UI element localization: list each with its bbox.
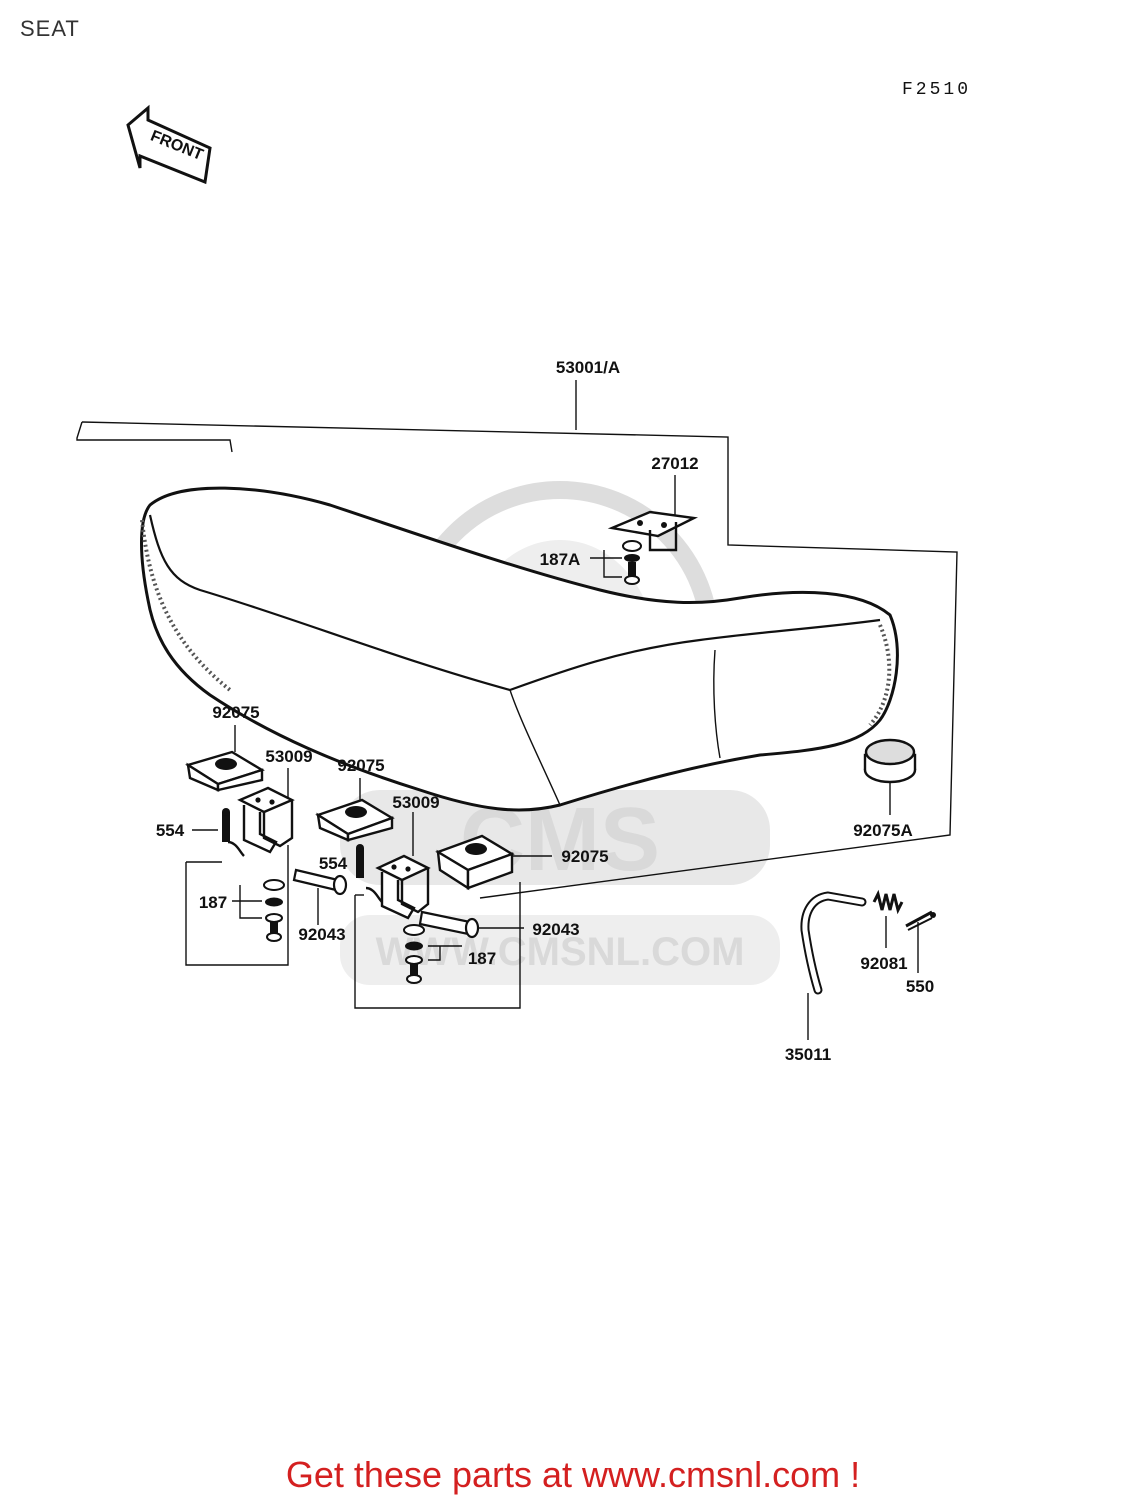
group-outline-right bbox=[354, 882, 521, 1009]
leader-187a-bracket bbox=[603, 550, 622, 578]
callout-92043-right: 92043 bbox=[532, 920, 579, 939]
callout-53001a: 53001/A bbox=[556, 358, 620, 377]
bracket-left-icon bbox=[227, 786, 295, 857]
callout-92081: 92081 bbox=[860, 954, 907, 973]
callout-27012: 27012 bbox=[651, 454, 698, 473]
callout-92075-right: 92075 bbox=[561, 847, 608, 866]
footer-link[interactable]: Get these parts at www.cmsnl.com ! bbox=[285, 1454, 861, 1495]
bracket-top-icon bbox=[607, 510, 699, 585]
damper-left-icon bbox=[185, 750, 265, 792]
callout-92075a: 92075A bbox=[853, 821, 913, 840]
page-title: SEAT bbox=[20, 16, 80, 41]
callout-35011: 35011 bbox=[785, 1045, 831, 1064]
damper-right-icon bbox=[435, 834, 515, 891]
damper-mid-icon bbox=[315, 798, 395, 842]
leader-187-right-bracket bbox=[428, 946, 441, 961]
bolt-group-left-icon bbox=[263, 879, 285, 942]
watermark-site: WWW.CMSNL.COM bbox=[376, 930, 745, 974]
callout-550: 550 bbox=[906, 977, 934, 996]
callout-92075-left: 92075 bbox=[212, 703, 259, 722]
bracket-mid-icon bbox=[365, 854, 431, 920]
assembly-outline-left bbox=[76, 421, 233, 453]
collar-left-icon bbox=[292, 868, 348, 896]
callout-187-right: 187 bbox=[468, 949, 496, 968]
collar-right-icon bbox=[418, 910, 480, 939]
front-arrow-icon: FRONT bbox=[126, 104, 212, 185]
callout-187-left: 187 bbox=[199, 893, 227, 912]
callout-92043-left: 92043 bbox=[298, 925, 345, 944]
callout-53009-left: 53009 bbox=[265, 747, 312, 766]
leader-187-left-bracket bbox=[239, 885, 262, 919]
figure-code: F2510 bbox=[902, 80, 972, 100]
callout-554-left: 554 bbox=[156, 821, 185, 840]
callout-92075-mid: 92075 bbox=[337, 756, 384, 775]
bolt-group-right-icon bbox=[403, 924, 425, 984]
callout-187a: 187A bbox=[540, 550, 581, 569]
cotter-pin-icon bbox=[905, 910, 936, 931]
callout-53009-mid: 53009 bbox=[392, 793, 439, 812]
spring-icon bbox=[872, 889, 904, 915]
group-outline-left bbox=[185, 845, 289, 966]
assembly-outline bbox=[81, 421, 958, 899]
pin-left-icon bbox=[222, 808, 230, 842]
pin-mid-icon bbox=[356, 844, 364, 878]
rod-icon bbox=[800, 891, 867, 995]
watermark-site-plate bbox=[340, 915, 780, 985]
damper-round-icon bbox=[863, 738, 917, 784]
seat-icon bbox=[140, 486, 899, 812]
callout-554-mid: 554 bbox=[319, 854, 348, 873]
